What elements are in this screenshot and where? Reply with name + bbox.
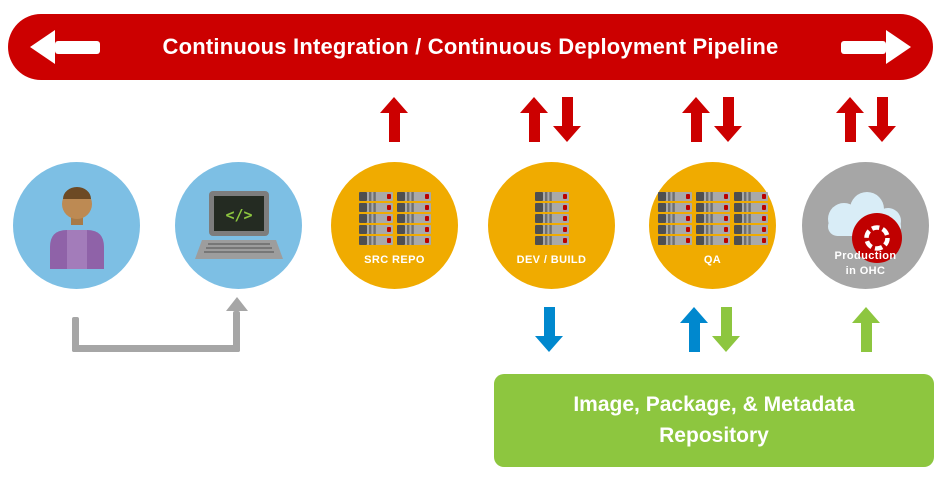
arrow-head — [520, 97, 548, 113]
arrow-head — [712, 336, 740, 352]
arrow-shaft — [722, 97, 734, 126]
right-arrow-icon — [841, 30, 911, 64]
node-label-qa: QA — [703, 253, 722, 266]
arrow-shaft — [844, 113, 856, 142]
repository-box: Image, Package, & Metadata Repository — [494, 374, 934, 467]
left-arrow-icon — [30, 30, 100, 64]
arrow-shaft — [543, 307, 555, 336]
node-qa: QA — [649, 162, 776, 289]
node-workstation: </> — [175, 162, 302, 289]
connector-arrowhead-up — [226, 297, 248, 311]
arrow-head — [535, 336, 563, 352]
arrow-shaft — [720, 307, 732, 336]
red-up-arrow-src-repo — [380, 97, 408, 142]
red-up-arrow-dev-build — [520, 97, 548, 142]
red-down-arrow-production — [868, 97, 896, 142]
arrow-head — [553, 126, 581, 142]
server-stack-icon — [535, 192, 569, 245]
blue-down-arrow-dev-build — [535, 307, 563, 352]
server-stack-icon — [658, 192, 768, 245]
node-label-dev-build: DEV / BUILD — [516, 253, 587, 266]
connector-horizontal — [72, 345, 240, 352]
arrow-shaft — [55, 40, 100, 54]
arrow-head — [714, 126, 742, 142]
red-down-arrow-dev-build — [553, 97, 581, 142]
node-production: Production in OHC — [802, 162, 929, 289]
node-label-production: Production in OHC — [834, 250, 897, 277]
arrow-shaft — [841, 40, 886, 54]
arrow-shaft — [860, 323, 872, 352]
arrow-shaft — [388, 113, 400, 142]
green-up-arrow-production — [852, 307, 880, 352]
laptop-icon: </> — [194, 190, 283, 259]
connector-vertical-from-developer — [72, 317, 79, 352]
node-src-repo: SRC REPO — [331, 162, 458, 289]
arrow-head — [682, 97, 710, 113]
connector-vertical-to-workstation — [233, 311, 240, 352]
blue-up-arrow-qa — [680, 307, 708, 352]
server-stack-icon — [359, 192, 431, 245]
arrow-shaft — [688, 323, 700, 352]
arrow-head — [886, 30, 911, 64]
arrow-head — [680, 307, 708, 323]
red-up-arrow-qa — [682, 97, 710, 142]
arrow-shaft — [690, 113, 702, 142]
node-developer — [13, 162, 140, 289]
pipeline-banner: Continuous Integration / Continuous Depl… — [8, 14, 933, 80]
arrow-head — [868, 126, 896, 142]
code-glyph: </> — [225, 206, 252, 224]
repository-label: Image, Package, & Metadata Repository — [573, 393, 855, 447]
pipeline-title: Continuous Integration / Continuous Depl… — [162, 34, 779, 59]
cloud-openshift-icon — [827, 191, 902, 263]
arrow-head — [836, 97, 864, 113]
node-dev-build: DEV / BUILD — [488, 162, 615, 289]
arrow-head — [30, 30, 55, 64]
arrow-head — [380, 97, 408, 113]
green-down-arrow-qa — [712, 307, 740, 352]
red-down-arrow-qa — [714, 97, 742, 142]
node-label-src-repo: SRC REPO — [364, 253, 425, 266]
arrow-head — [852, 307, 880, 323]
arrow-shaft — [528, 113, 540, 142]
person-icon — [49, 186, 104, 269]
red-up-arrow-production — [836, 97, 864, 142]
arrow-shaft — [876, 97, 888, 126]
arrow-shaft — [561, 97, 573, 126]
